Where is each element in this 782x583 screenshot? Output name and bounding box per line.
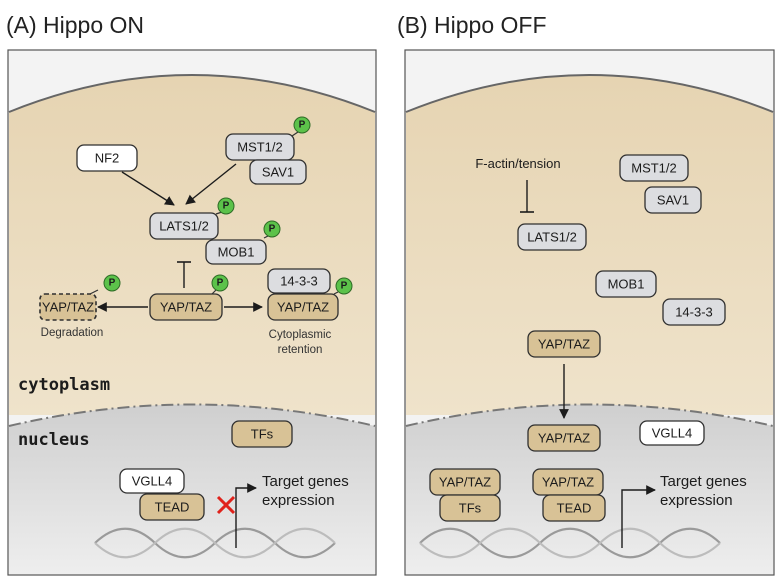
- svg-text:P: P: [269, 224, 276, 235]
- vgll4-node: [639, 420, 705, 446]
- dna-helix: [419, 527, 721, 559]
- svg-text:P: P: [109, 278, 116, 289]
- yap-taz-nuclear-node: [527, 424, 601, 452]
- nucleus-label: nucleus: [18, 430, 90, 450]
- nf2-label: NF2: [95, 151, 120, 166]
- degradation-label: Degradation: [41, 327, 104, 339]
- tead-label: TEAD: [155, 500, 190, 515]
- mob-node: [595, 270, 657, 298]
- mst-node: [619, 154, 689, 182]
- svg-text:P: P: [299, 120, 306, 131]
- svg-text:P: P: [341, 281, 348, 292]
- vgll4-node: [119, 468, 185, 494]
- protein-14-3-3-node: [267, 268, 331, 294]
- factin-label: F-actin/tension: [475, 156, 560, 171]
- target-genes-label: Target genes: [262, 473, 349, 490]
- svg-text:P: P: [223, 201, 230, 212]
- vgll4-label: VGLL4: [132, 474, 172, 489]
- yap-taz-retained-node: [267, 293, 339, 321]
- lats-node: [149, 212, 219, 240]
- phospho-icon: [263, 220, 281, 238]
- panel-a: (A) Hippo ON cytoplasm nucleus NF2 MST1/…: [6, 12, 377, 576]
- cytoplasm-region: [406, 75, 773, 415]
- retention-label: retention: [278, 344, 323, 356]
- phospho-icon: [293, 116, 311, 134]
- protein-14-3-3-label: 14-3-3: [675, 305, 713, 320]
- vgll4-label: VGLL4: [652, 426, 692, 441]
- cytoplasmic-label: Cytoplasmic: [269, 329, 332, 341]
- expression-label: expression: [262, 492, 335, 509]
- target-genes-label: Target genes: [660, 473, 747, 490]
- mob-label: MOB1: [608, 277, 645, 292]
- panel-b-title: (B) Hippo OFF: [397, 12, 547, 38]
- promoter-arrow: [621, 485, 656, 548]
- yap-taz-node: [149, 293, 223, 321]
- sav-label: SAV1: [657, 193, 689, 208]
- cell-membrane: [8, 74, 376, 113]
- yap-taz-label: YAP/TAZ: [538, 337, 590, 352]
- yap-taz-degraded-label: YAP/TAZ: [42, 300, 94, 315]
- tfs-node: [231, 420, 293, 448]
- yap-taz-retained-label: YAP/TAZ: [277, 300, 329, 315]
- lats-label: LATS1/2: [527, 230, 577, 245]
- mst-label: MST1/2: [631, 161, 677, 176]
- nuclear-envelope: [8, 403, 376, 427]
- block-icon: [216, 495, 236, 515]
- sav-node: [644, 186, 702, 214]
- sav-node: [249, 159, 307, 185]
- tead-node: [139, 493, 205, 521]
- yap-taz-node: [527, 330, 601, 358]
- yap-taz-degraded-node: [39, 293, 97, 321]
- phospho-icon: [335, 277, 353, 295]
- tfs-label: TFs: [459, 501, 482, 516]
- cytoplasm-label: cytoplasm: [18, 375, 110, 395]
- yap-taz-tead-label: YAP/TAZ: [542, 475, 594, 490]
- mob-node: [205, 239, 267, 265]
- nf2-node: [76, 144, 138, 172]
- tead-label: TEAD: [557, 501, 592, 516]
- phospho-icon: [217, 197, 235, 215]
- tead-node: [542, 494, 606, 522]
- protein-14-3-3-label: 14-3-3: [280, 274, 318, 289]
- yap-taz-label: YAP/TAZ: [160, 300, 212, 315]
- cytoplasm-region: [9, 75, 375, 415]
- cell-membrane: [405, 74, 774, 113]
- lats-node: [517, 223, 587, 251]
- promoter-arrow: [235, 483, 257, 548]
- mob-label: MOB1: [218, 245, 255, 260]
- phospho-icon: [103, 274, 121, 292]
- dna-helix: [94, 527, 336, 559]
- yap-taz-tf-label: YAP/TAZ: [439, 475, 491, 490]
- panel-b: (B) Hippo OFF F-actin/tension LATS1/2 MS…: [397, 12, 775, 576]
- tfs-label: TFs: [251, 427, 274, 442]
- yap-taz-nuclear-label: YAP/TAZ: [538, 431, 590, 446]
- expression-label: expression: [660, 492, 733, 509]
- protein-14-3-3-node: [662, 298, 726, 326]
- panel-a-title: (A) Hippo ON: [6, 12, 144, 38]
- sav-label: SAV1: [262, 165, 294, 180]
- svg-text:P: P: [217, 278, 224, 289]
- phospho-icon: [211, 274, 229, 292]
- nuclear-envelope: [405, 403, 774, 427]
- lats-label: LATS1/2: [159, 219, 209, 234]
- tfs-node: [439, 494, 501, 522]
- mst-label: MST1/2: [237, 140, 283, 155]
